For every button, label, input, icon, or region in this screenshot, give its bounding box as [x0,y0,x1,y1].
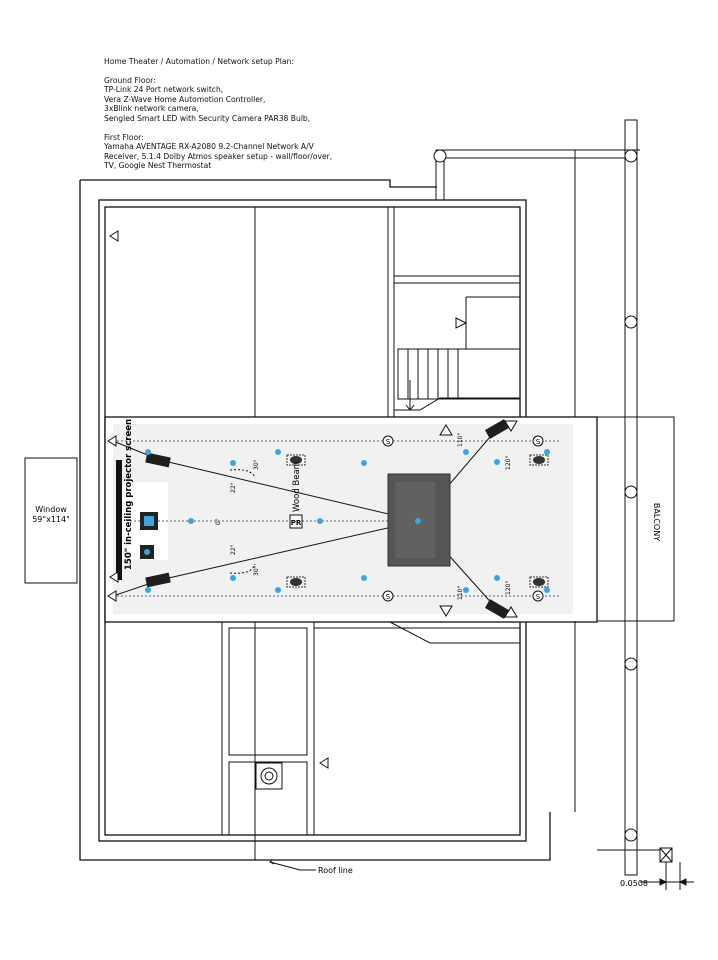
front-speakers [145,419,510,619]
first-floor-line: TV, Google Nest Thermostat [104,161,212,171]
window: Window 59"x114" [24,457,78,584]
angle-label: 110° [457,433,464,447]
front-equipment [140,512,158,559]
ground-floor-line: Sengled Smart LED with Security Camera P… [104,113,311,123]
smoke-detector-label: S [386,438,391,446]
smoke-detectors: S S S S [382,435,544,602]
angle-label: 22° [230,482,237,493]
first-floor-line: Yamaha AVENTAGE RX-A2080 9.2-Channel Net… [104,142,314,152]
window-size-label: 59"x114" [32,515,70,524]
smoke-detector-label: S [536,593,541,601]
balcony [433,119,694,890]
balcony-label: BALCONY [652,503,661,541]
window-label: Window [35,505,67,514]
angle-label: 110° [457,586,464,600]
pr-label: PR [291,519,302,527]
angle-labels: 22° 30° 22° 30° 0° 110° 120° 110° 120° [215,433,512,600]
angle-label: 0° [215,518,222,525]
roof-line-label: Roof line [318,866,353,875]
ground-floor-heading: Ground Floor: [104,75,156,85]
ground-floor-line: 3xBlink network camera, [104,104,199,114]
ground-floor-line: TP-Link 24 Port network switch, [104,85,224,95]
angle-label: 30° [253,565,260,576]
sofa [387,473,451,567]
speaker-angle-lines [112,423,511,613]
angle-label: 120° [505,456,512,470]
smoke-detector-label: S [536,438,541,446]
first-floor-line: Receiver, 5.1.4 Dolby Atmos speaker setu… [104,151,333,161]
interior-walls-upper [254,207,521,417]
plan-title: Home Theater / Automation / Network setu… [104,57,294,66]
camera-triangles [107,230,518,769]
interior-walls-lower [221,621,521,860]
wood-beam: Wood Beam PR [289,461,303,529]
ground-floor-line: Vera Z-Wave Home Automotion Controller, [104,94,266,104]
plan-notes: Home Theater / Automation / Network setu… [104,57,332,171]
home-theater-room [104,416,598,623]
dimension-arrow [659,878,687,886]
ceiling-speakers [286,454,549,588]
roof-line-callout [269,859,316,871]
projector-screen-label: 150" in-ceiling projector screen [124,419,134,570]
dimension-label: 0.0508 [620,879,648,888]
smoke-detector-label: S [386,593,391,601]
angle-label: 22° [230,544,237,555]
wood-beam-label: Wood Beam [292,461,302,512]
angle-label: 120° [505,581,512,595]
first-floor-heading: First Floor: [104,132,144,142]
projector-screen: 150" in-ceiling projector screen [116,419,134,580]
smart-light-dots [145,449,550,593]
angle-label: 30° [253,459,260,470]
